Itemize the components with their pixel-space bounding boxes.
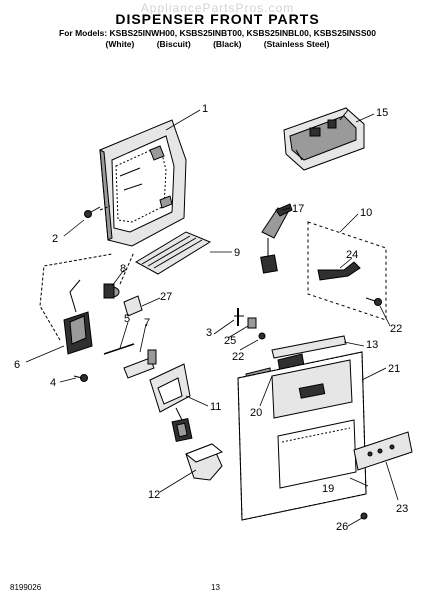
callout-15: 15: [376, 107, 388, 119]
part-9-drip-tray: [134, 231, 212, 275]
part-10-panel-outline: [307, 221, 387, 321]
callout-27: 27: [160, 291, 172, 303]
callout-1: 1: [202, 103, 208, 115]
callout-4: 4: [50, 377, 56, 389]
callout-25: 25: [224, 335, 236, 347]
callout-6: 6: [14, 359, 20, 371]
color-black: (Black): [213, 39, 242, 49]
part-13-trim: [271, 335, 347, 359]
part-26-screw: [360, 512, 368, 520]
part-6-solenoid: [63, 279, 93, 355]
callout-leaders: [25, 109, 399, 527]
part-27-bracket: [123, 295, 143, 317]
callout-22-mid: 22: [232, 351, 244, 363]
callout-9: 9: [234, 247, 240, 259]
part-22-screw-mid: [258, 332, 266, 340]
color-white: (White): [105, 39, 135, 49]
part-24-paddle-lever: [317, 261, 361, 281]
callout-20: 20: [250, 407, 262, 419]
callout-21: 21: [388, 363, 400, 375]
part-17-actuator-arm: [260, 203, 293, 274]
callout-26: 26: [336, 521, 348, 533]
color-stainless: (Stainless Steel): [263, 39, 330, 49]
part-25-clip: [247, 317, 257, 329]
callout-2: 2: [52, 233, 58, 245]
callout-23: 23: [396, 503, 408, 515]
callout-8: 8: [120, 263, 126, 275]
part-2-screw: [84, 206, 101, 218]
part-11-lever-assembly: [149, 363, 193, 443]
part-3-pin: [234, 308, 244, 326]
part-5-rod: [103, 343, 135, 355]
callout-10: 10: [360, 207, 372, 219]
page-title: DISPENSER FRONT PARTS: [115, 11, 320, 27]
watermark: AppliancePartsPros.com: [140, 1, 295, 15]
leader-lines: [39, 205, 135, 341]
callout-19: 19: [322, 483, 334, 495]
callout-13: 13: [366, 339, 378, 351]
doc-number: 8199026: [10, 583, 42, 592]
part-15-control-module: [283, 107, 365, 171]
part-21-front-panel: [237, 351, 367, 521]
part-8-micro-switch: [103, 283, 120, 299]
callout-22-right: 22: [390, 323, 402, 335]
page-number: 13: [211, 583, 220, 592]
color-variants: (White) (Biscuit) (Black) (Stainless Ste…: [0, 39, 435, 49]
part-23-touch-panel: [353, 431, 413, 471]
callout-12: 12: [148, 489, 160, 501]
callout-17: 17: [292, 203, 304, 215]
part-7-link: [123, 349, 157, 379]
callout-11: 11: [210, 401, 221, 413]
color-biscuit: (Biscuit): [156, 39, 191, 49]
part-22-screw-right: [365, 297, 382, 306]
part-12-ice-chute: [185, 443, 223, 481]
callout-7: 7: [144, 317, 150, 329]
callout-24: 24: [346, 249, 358, 261]
callout-5: 5: [124, 313, 130, 325]
callout-3: 3: [206, 327, 212, 339]
part-4-screw: [73, 374, 88, 382]
models-line: For Models: KSBS25INWH00, KSBS25INBT00, …: [59, 28, 376, 38]
callout-labels: 1 2 3 4 5 6 7 8 9 10 11 12 13 15 17 19 2…: [14, 103, 408, 533]
part-1-housing-frame: [99, 119, 187, 247]
